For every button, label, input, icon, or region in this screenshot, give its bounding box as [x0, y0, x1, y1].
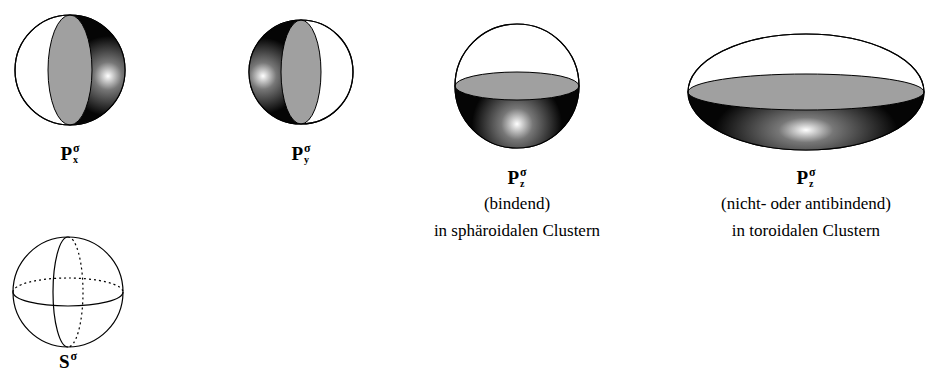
index-stack: xσ	[73, 142, 80, 166]
nodal-plane	[48, 15, 92, 125]
equator-front	[13, 292, 123, 306]
index-stack: σ	[71, 350, 78, 374]
orbital-letter: P	[796, 167, 808, 189]
orbital-symbol: Pxσ	[60, 142, 79, 166]
orbital-letter: P	[291, 143, 303, 165]
meridian-front	[53, 237, 68, 347]
orbital-symbol: Sσ	[59, 350, 77, 374]
caption-text: (nicht- oder antibindend)	[721, 190, 891, 217]
caption-text: in sphäroidalen Clustern	[434, 217, 600, 244]
orbital-label-group: Sσ	[8, 230, 128, 374]
index-stack: yσ	[304, 142, 311, 166]
superscript-index: σ	[809, 166, 816, 178]
superscript-index: σ	[71, 350, 78, 362]
nodal-plane	[281, 20, 321, 124]
sphere-outline	[13, 237, 123, 347]
sphere-outline	[249, 20, 353, 124]
subscript-index: y	[304, 154, 311, 166]
subscript-index: x	[73, 154, 80, 166]
index-stack: zσ	[809, 166, 816, 190]
sphere-outline	[249, 20, 353, 124]
index-stack: zσ	[520, 166, 527, 190]
caption-text: (bindend)	[484, 190, 550, 217]
subscript-index: z	[520, 178, 527, 190]
sphere-outline	[15, 15, 125, 125]
orbital-letter: S	[59, 351, 70, 373]
superscript-index: σ	[73, 142, 80, 154]
superscript-index: σ	[304, 142, 311, 154]
orbital-letter: P	[60, 143, 72, 165]
sphere-outline	[455, 24, 579, 148]
py-orbital	[249, 20, 353, 124]
orbital-label-group: Pzσ(nicht- oder antibindend)in toroidale…	[686, 0, 926, 244]
orbital-symbol: Pzσ	[507, 166, 526, 190]
pz-toroidal-orbital	[688, 34, 924, 150]
meridian-back	[68, 237, 83, 347]
orbital-letter: P	[507, 167, 519, 189]
superscript-index: σ	[520, 166, 527, 178]
orbital-label-group: Pyσ	[241, 0, 361, 166]
caption-text: in toroidalen Clustern	[732, 217, 880, 244]
orbital-symbol: Pzσ	[796, 166, 815, 190]
px-orbital	[15, 15, 125, 125]
equator-back	[13, 278, 123, 292]
sphere-outline	[455, 24, 579, 148]
nodal-plane	[688, 74, 924, 110]
s-orbital	[13, 237, 123, 347]
orbital-label-group: Pxσ	[10, 0, 130, 166]
subscript-index: z	[809, 178, 816, 190]
orbital-label-group: Pzσ(bindend)in sphäroidalen Clustern	[392, 0, 642, 244]
nodal-plane	[455, 72, 579, 100]
pz-spheroidal-orbital	[455, 24, 579, 148]
orbital-symbol: Pyσ	[291, 142, 310, 166]
sphere-outline	[15, 15, 125, 125]
ellipsoid-outline	[688, 34, 924, 150]
ellipsoid-outline	[688, 34, 924, 150]
